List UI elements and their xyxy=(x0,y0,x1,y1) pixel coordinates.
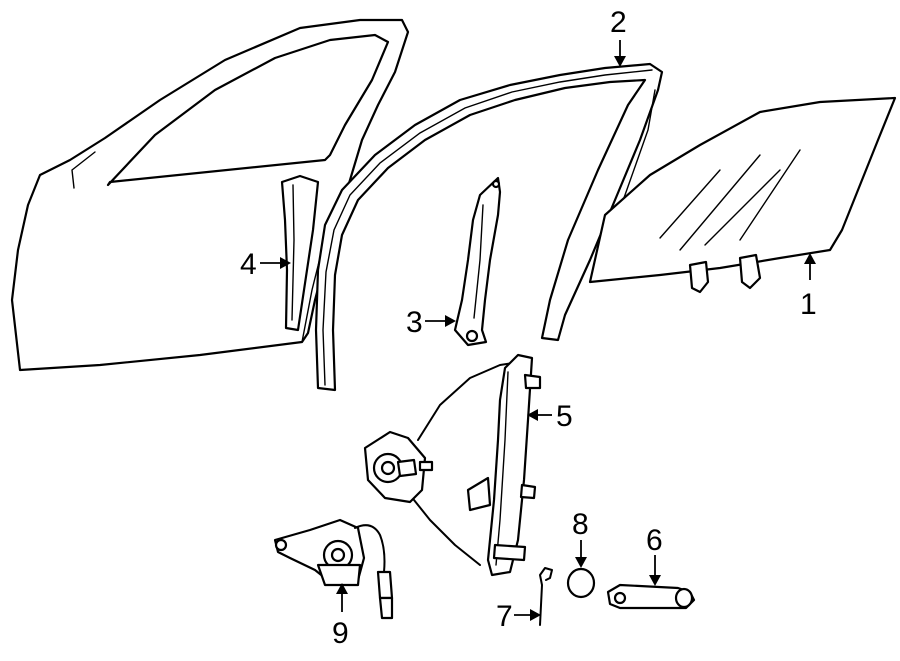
callout-number-6: 6 xyxy=(646,524,663,557)
seal-strip-part-4 xyxy=(280,174,320,332)
callout-number-4: 4 xyxy=(240,248,257,281)
callout-number-5: 5 xyxy=(556,400,573,433)
door-shell xyxy=(10,18,410,372)
cap-part-8 xyxy=(566,567,596,599)
handle-part-6 xyxy=(606,583,696,610)
callout-number-8: 8 xyxy=(572,508,589,541)
callout-number-3: 3 xyxy=(406,306,423,339)
callout-number-7: 7 xyxy=(496,600,513,633)
callout-arrow-4 xyxy=(260,257,291,269)
window-regulator-part-5 xyxy=(363,353,542,577)
callout-arrow-9 xyxy=(336,583,348,612)
callout-arrow-5 xyxy=(527,409,552,421)
callout-arrow-3 xyxy=(425,315,456,327)
callout-arrow-8 xyxy=(575,540,587,568)
callout-number-9: 9 xyxy=(332,617,349,650)
door-glass-part-1 xyxy=(588,96,897,294)
callout-number-2: 2 xyxy=(610,6,627,39)
callout-arrow-1 xyxy=(804,253,816,280)
callout-arrow-7 xyxy=(514,609,541,621)
clip-part-7 xyxy=(539,567,553,626)
regulator-motor-part-9 xyxy=(273,518,394,620)
callout-number-1: 1 xyxy=(800,288,817,321)
callout-arrow-2 xyxy=(614,40,626,67)
run-channel-part-3 xyxy=(453,176,502,347)
callout-arrow-6 xyxy=(649,555,661,586)
